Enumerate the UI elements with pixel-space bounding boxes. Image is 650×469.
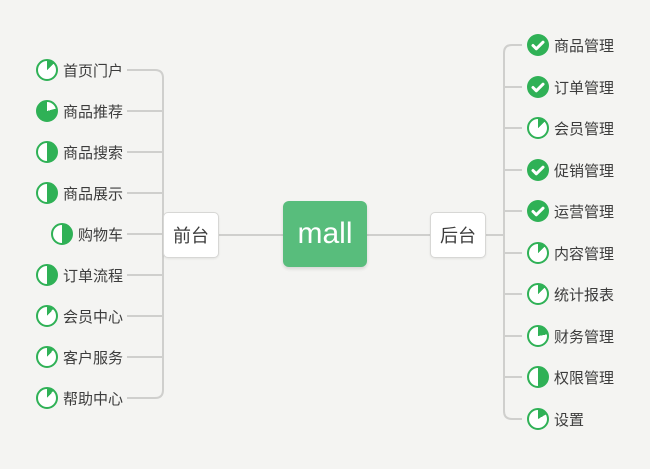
progress-pie-icon bbox=[50, 223, 73, 245]
progress-pie-icon bbox=[35, 387, 58, 409]
check-icon bbox=[527, 34, 549, 56]
progress-pie-icon bbox=[35, 264, 58, 286]
mindmap-item-label: 购物车 bbox=[77, 226, 123, 244]
check-icon bbox=[527, 159, 549, 181]
mindmap-item-right[interactable]: 运营管理 bbox=[527, 198, 614, 224]
mindmap-item-right[interactable]: 财务管理 bbox=[527, 323, 614, 349]
check-icon bbox=[527, 76, 549, 98]
mindmap-item-label: 权限管理 bbox=[554, 369, 615, 387]
progress-pie-icon bbox=[527, 366, 549, 388]
mindmap-item-left[interactable]: 会员中心 bbox=[35, 303, 123, 329]
check-icon bbox=[527, 200, 549, 222]
mindmap-item-label: 运营管理 bbox=[554, 203, 615, 221]
mindmap-item-right[interactable]: 内容管理 bbox=[527, 240, 614, 266]
progress-pie-icon bbox=[527, 283, 549, 305]
mindmap-item-right[interactable]: 订单管理 bbox=[527, 74, 614, 100]
mindmap-item-label: 财务管理 bbox=[554, 328, 615, 346]
branch-node-backend[interactable]: 后台 bbox=[430, 212, 486, 258]
mindmap-item-label: 商品搜索 bbox=[62, 144, 123, 162]
mindmap-item-label: 订单管理 bbox=[554, 79, 615, 97]
mindmap-item-label: 商品展示 bbox=[62, 185, 123, 203]
mindmap-item-label: 商品推荐 bbox=[62, 103, 123, 121]
mindmap-item-left[interactable]: 购物车 bbox=[50, 221, 123, 247]
mindmap-item-label: 帮助中心 bbox=[62, 390, 123, 408]
progress-pie-icon bbox=[35, 141, 58, 163]
branch-node-frontend[interactable]: 前台 bbox=[163, 212, 219, 258]
mindmap-item-left[interactable]: 首页门户 bbox=[35, 57, 123, 83]
mindmap-item-right[interactable]: 统计报表 bbox=[527, 281, 614, 307]
mindmap-item-right[interactable]: 促销管理 bbox=[527, 157, 614, 183]
progress-pie-icon bbox=[527, 408, 549, 430]
progress-pie-icon bbox=[35, 346, 58, 368]
progress-pie-icon bbox=[527, 117, 549, 139]
mindmap-item-right[interactable]: 商品管理 bbox=[527, 32, 614, 58]
mindmap-item-left[interactable]: 帮助中心 bbox=[35, 385, 123, 411]
mindmap-item-label: 首页门户 bbox=[62, 62, 123, 80]
mindmap-item-right[interactable]: 设置 bbox=[527, 406, 584, 432]
mindmap-item-right[interactable]: 会员管理 bbox=[527, 115, 614, 141]
mindmap-item-right[interactable]: 权限管理 bbox=[527, 364, 614, 390]
mindmap-item-label: 订单流程 bbox=[62, 267, 123, 285]
progress-pie-icon bbox=[35, 305, 58, 327]
mindmap-item-label: 会员管理 bbox=[554, 120, 615, 138]
mindmap-item-label: 商品管理 bbox=[554, 37, 615, 55]
mindmap-item-label: 客户服务 bbox=[62, 349, 123, 367]
mindmap-item-left[interactable]: 商品展示 bbox=[35, 180, 123, 206]
mindmap-item-left[interactable]: 客户服务 bbox=[35, 344, 123, 370]
mindmap-item-label: 会员中心 bbox=[62, 308, 123, 326]
progress-pie-icon bbox=[35, 182, 58, 204]
progress-pie-icon bbox=[35, 59, 58, 81]
mindmap-item-label: 统计报表 bbox=[554, 286, 615, 304]
progress-pie-icon bbox=[527, 242, 549, 264]
progress-pie-icon bbox=[35, 100, 58, 122]
progress-pie-icon bbox=[527, 325, 549, 347]
mindmap-item-label: 内容管理 bbox=[554, 245, 615, 263]
mindmap-item-label: 促销管理 bbox=[554, 162, 615, 180]
mindmap-item-label: 设置 bbox=[554, 411, 585, 429]
mindmap-item-left[interactable]: 订单流程 bbox=[35, 262, 123, 288]
mindmap-item-left[interactable]: 商品推荐 bbox=[35, 98, 123, 124]
root-node-mall[interactable]: mall bbox=[283, 201, 367, 267]
mindmap-item-left[interactable]: 商品搜索 bbox=[35, 139, 123, 165]
